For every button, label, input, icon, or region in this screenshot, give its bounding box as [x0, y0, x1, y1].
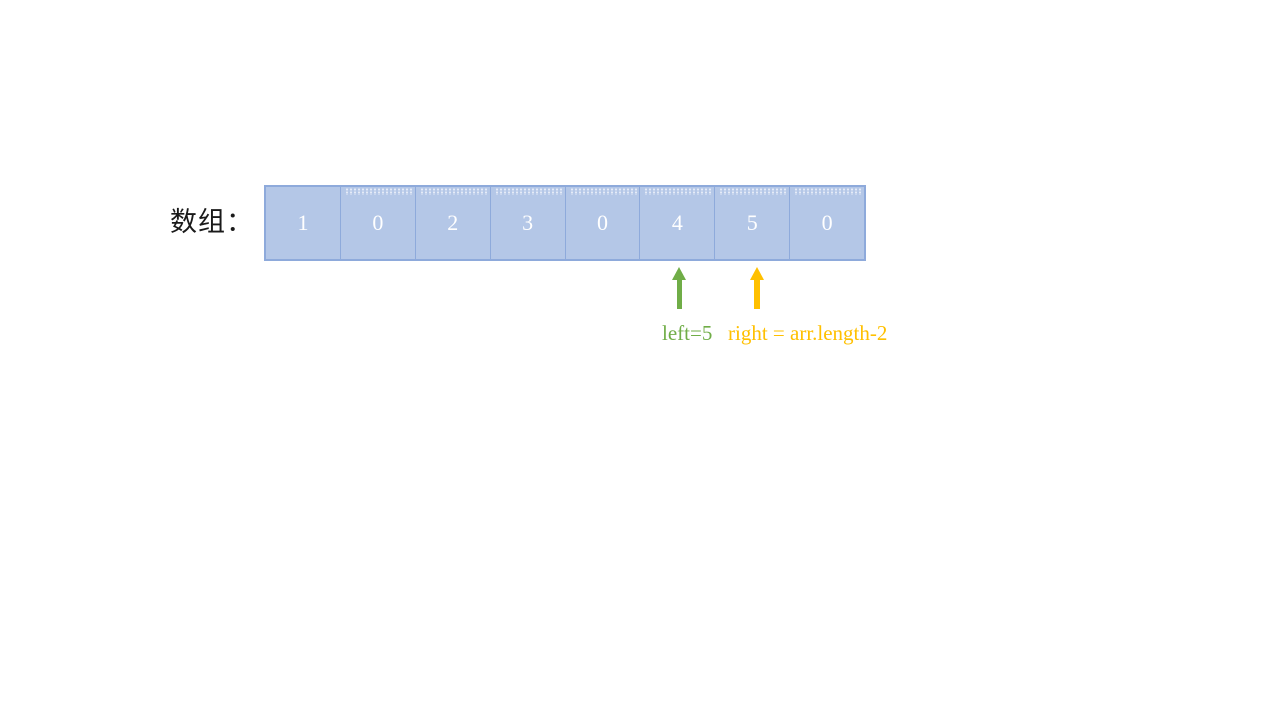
right-pointer-label: right = arr.length-2: [728, 321, 888, 345]
array-cell-7: 0: [790, 187, 864, 259]
left-pointer-arrow-icon: [672, 267, 686, 309]
right-arrow-shaft: [754, 280, 760, 309]
left-arrow-head: [672, 267, 686, 280]
right-arrow-head: [750, 267, 764, 280]
left-pointer-label: left=5: [662, 321, 713, 345]
array-cell-6: 5: [715, 187, 791, 259]
array-cell-1: 0: [341, 187, 416, 259]
array-cell-5: 4: [640, 187, 716, 259]
left-arrow-shaft: [676, 280, 682, 309]
array-cell-4: 0: [566, 187, 641, 259]
array-cell-2: 2: [416, 187, 491, 259]
array-label: 数组：: [170, 207, 254, 237]
array-cell-0: 1: [266, 187, 341, 259]
right-pointer-arrow-icon: [750, 267, 764, 309]
array-cell-3: 3: [491, 187, 566, 259]
